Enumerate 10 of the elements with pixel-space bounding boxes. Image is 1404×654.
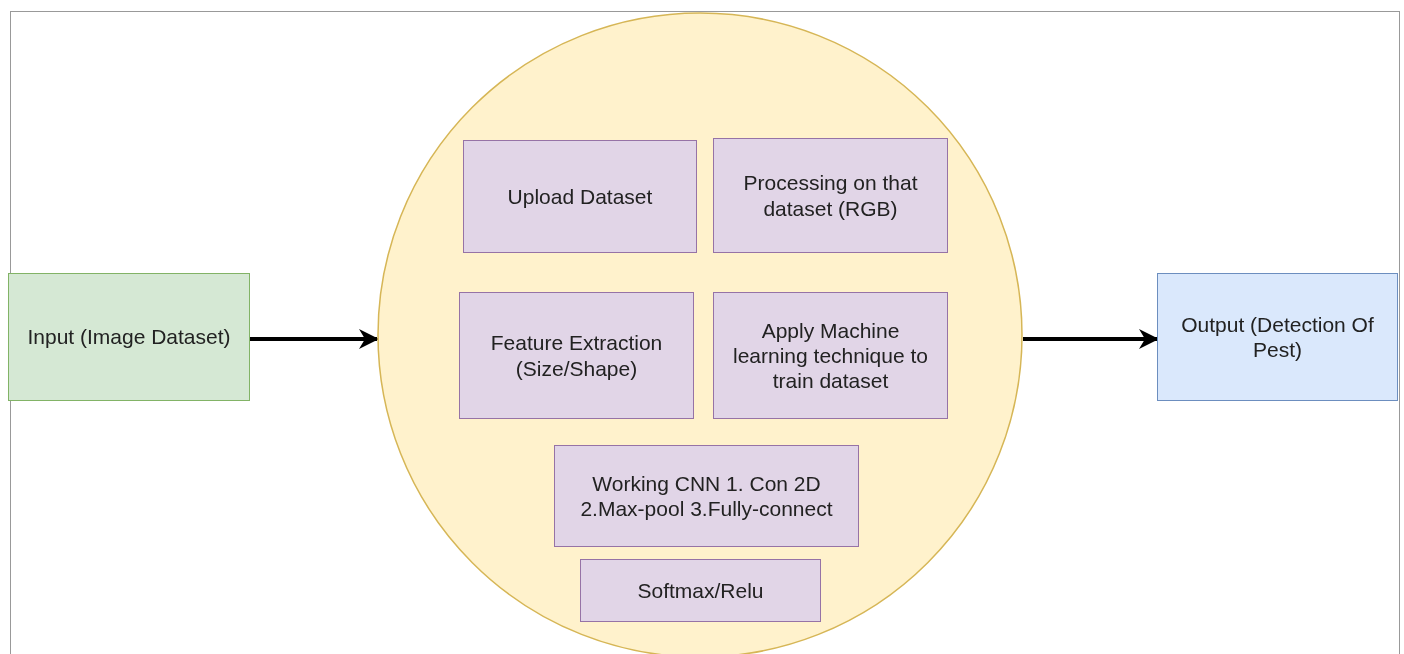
- process-box: Softmax/Relu: [580, 559, 821, 622]
- input-box: Input (Image Dataset): [8, 273, 250, 401]
- arrow: [1023, 329, 1159, 349]
- process-box: Upload Dataset: [463, 140, 697, 253]
- arrow: [250, 329, 379, 349]
- process-box: Feature Extraction (Size/Shape): [459, 292, 694, 419]
- process-box: Working CNN 1. Con 2D 2.Max-pool 3.Fully-connect: [554, 445, 859, 547]
- process-box: Apply Machine learning technique to train dataset: [713, 292, 948, 419]
- process-box: Processing on that dataset (RGB): [713, 138, 948, 253]
- output-box: Output (Detection Of Pest): [1157, 273, 1398, 401]
